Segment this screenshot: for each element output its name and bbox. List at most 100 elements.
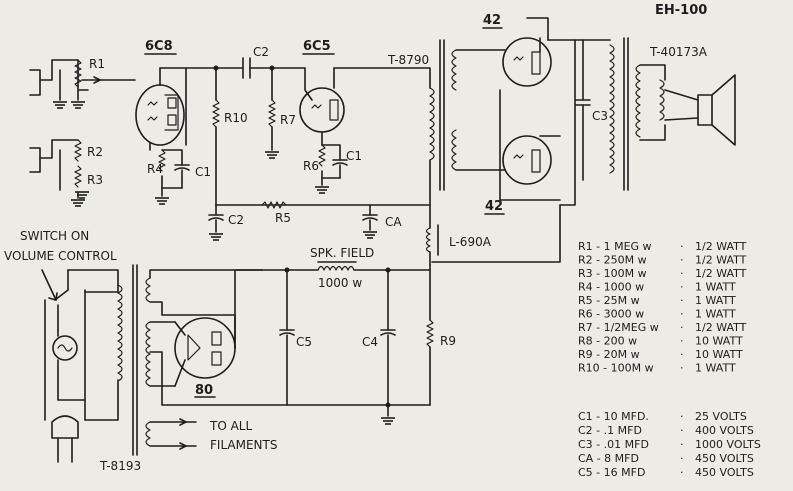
- resistor-row-separator: ·: [680, 362, 684, 375]
- resistor-row-separator: ·: [680, 294, 684, 307]
- r10-label: R10: [224, 111, 248, 125]
- c3-label: C3: [592, 109, 608, 123]
- r7-resistor: R7: [264, 65, 296, 159]
- resistor-row-ref: R9 - 20M w: [578, 348, 640, 361]
- interstage-transformer: [429, 39, 457, 191]
- c1b-label: C1: [346, 149, 362, 163]
- tube-42-bottom-label: 42: [485, 199, 503, 214]
- capacitor-row-separator: ·: [680, 452, 684, 465]
- tube-6c8-label: 6C8: [145, 39, 173, 54]
- r4-c1-cathode: R4 C1: [147, 149, 211, 205]
- speaker-field-coil: SPK. FIELD 1000 w: [261, 246, 431, 290]
- speaker-icon: [664, 74, 736, 146]
- output-transformer: T-40173A: [574, 37, 708, 191]
- ca-label: CA: [385, 215, 402, 229]
- resistor-row-ref: R6 - 3000 w: [578, 308, 644, 321]
- power-transformer-label: T-8193: [99, 459, 141, 473]
- c2-coupling-cap: C2: [242, 45, 306, 79]
- r6-label: R6: [303, 159, 319, 173]
- r1-potentiometer: R1: [70, 57, 136, 109]
- capacitor-row-ref: C1 - 10 MFD.: [578, 410, 649, 423]
- tube-6c5-label: 6C5: [303, 39, 331, 54]
- input-jack-1: [29, 59, 89, 109]
- resistor-row-rating: 10 WATT: [695, 335, 743, 348]
- r3-label: R3: [87, 173, 103, 187]
- choke-label: L-690A: [449, 235, 492, 249]
- capacitor-row-separator: ·: [680, 424, 684, 437]
- resistor-row-rating: 1 WATT: [695, 294, 736, 307]
- resistor-row-ref: R3 - 100M w: [578, 267, 647, 280]
- r6-c1-cathode: R6 C1: [303, 131, 362, 194]
- resistor-row-rating: 1 WATT: [695, 362, 736, 375]
- c2b-label: C2: [228, 213, 244, 227]
- resistor-row-separator: ·: [680, 254, 684, 267]
- resistor-row-separator: ·: [680, 267, 684, 280]
- tube-6c5: 6C5: [299, 39, 345, 133]
- tube-42-top-label: 42: [483, 13, 501, 28]
- tube-80-label: 80: [195, 383, 213, 398]
- c5-label: C5: [296, 335, 312, 349]
- capacitor-table: C1 - 10 MFD. · 25 VOLTS C2 - .1 MFD · 400 VOL…: [578, 410, 761, 479]
- resistor-table: R1 - 1 MEG w · 1/2 WATT R2 - 250M w · 1/2 WAT…: [578, 240, 747, 375]
- capacitor-row-ref: C3 - .01 MFD: [578, 438, 649, 451]
- choke-l690a: L-690A: [425, 204, 561, 266]
- resistor-row-rating: 1 WATT: [695, 281, 736, 294]
- capacitor-row-rating: 25 VOLTS: [695, 410, 747, 423]
- resistor-row-separator: ·: [680, 281, 684, 294]
- pilot-lamp-icon: [52, 329, 78, 361]
- resistor-row-rating: 1/2 WATT: [695, 240, 747, 253]
- c4-filter-cap: C4: [362, 269, 396, 406]
- capacitor-row-separator: ·: [680, 410, 684, 423]
- r9-bleeder: R9: [426, 269, 456, 406]
- resistor-row-rating: 1/2 WATT: [695, 267, 747, 280]
- filaments-label-line2: FILAMENTS: [210, 438, 277, 452]
- c1a-label: C1: [195, 165, 211, 179]
- r4-label: R4: [147, 162, 163, 176]
- c2a-label: C2: [253, 45, 269, 59]
- ac-plug-icon: [44, 289, 86, 463]
- capacitor-row-separator: ·: [680, 466, 684, 479]
- capacitor-row-rating: 400 VOLTS: [695, 424, 754, 437]
- resistor-row-ref: R7 - 1/2MEG w: [578, 321, 659, 334]
- switch-label-line1: SWITCH ON: [20, 229, 89, 243]
- capacitor-row-ref: C5 - 16 MFD: [578, 466, 645, 479]
- resistor-row-ref: R1 - 1 MEG w: [578, 240, 652, 253]
- capacitor-row-rating: 450 VOLTS: [695, 452, 754, 465]
- spk-field-value: 1000 w: [318, 276, 362, 290]
- capacitor-row-rating: 450 VOLTS: [695, 466, 754, 479]
- spk-field-label: SPK. FIELD: [310, 246, 374, 260]
- resistor-row-ref: R10 - 100M w: [578, 362, 654, 375]
- input-jack-2: [29, 139, 90, 199]
- resistor-row-rating: 1/2 WATT: [695, 321, 747, 334]
- capacitor-row-ref: C2 - .1 MFD: [578, 424, 642, 437]
- tube-42-bottom: 42: [484, 135, 561, 215]
- model-title: EH-100: [655, 3, 707, 18]
- r5-label: R5: [275, 211, 291, 225]
- r2-label: R2: [87, 145, 103, 159]
- resistor-row-separator: ·: [680, 348, 684, 361]
- switch-label-line2: VOLUME CONTROL: [4, 249, 117, 263]
- r1-label: R1: [89, 57, 105, 71]
- resistor-row-separator: ·: [680, 308, 684, 321]
- resistor-row-separator: ·: [680, 240, 684, 253]
- r9-label: R9: [440, 334, 456, 348]
- r7-label: R7: [280, 113, 296, 127]
- c5-filter-cap: C5: [279, 269, 312, 406]
- power-switch: SWITCH ON VOLUME CONTROL: [4, 229, 119, 331]
- r10-resistor: R10: [212, 65, 248, 206]
- resistor-row-rating: 1 WATT: [695, 308, 736, 321]
- c4-label: C4: [362, 335, 378, 349]
- tube-6c8: 6C8: [135, 39, 187, 151]
- resistor-row-separator: ·: [680, 335, 684, 348]
- resistor-row-ref: R4 - 1000 w: [578, 281, 644, 294]
- decoupling-network: R5 C2 CA: [208, 201, 402, 241]
- output-transformer-label: T-40173A: [649, 45, 708, 59]
- capacitor-row-separator: ·: [680, 438, 684, 451]
- resistor-row-separator: ·: [680, 321, 684, 334]
- resistor-row-ref: R5 - 25M w: [578, 294, 640, 307]
- resistor-row-ref: R2 - 250M w: [578, 254, 647, 267]
- tube-42-top: 42: [482, 13, 552, 87]
- resistor-row-ref: R8 - 200 w: [578, 335, 637, 348]
